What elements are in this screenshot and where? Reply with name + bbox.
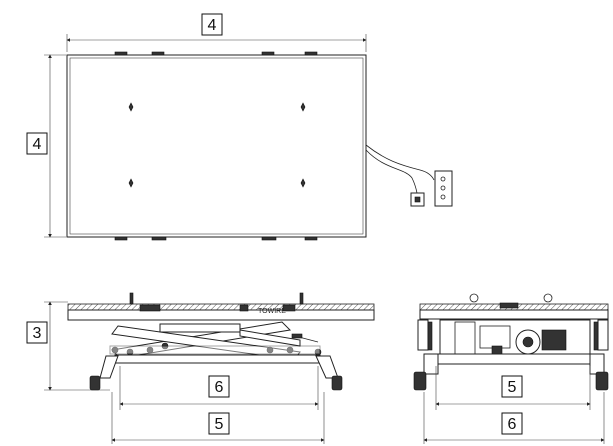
side-view: 3 TOWIRE bbox=[26, 292, 375, 444]
side-deck-marker bbox=[239, 304, 249, 312]
lift-ring-icon bbox=[469, 293, 479, 303]
top-width-label: 4 bbox=[208, 17, 217, 34]
end-inner-label-box bbox=[501, 375, 523, 398]
top-width-label-box bbox=[201, 13, 223, 36]
edge-tabs bbox=[114, 51, 318, 241]
motor-hub bbox=[522, 336, 534, 348]
pendant-button-icon bbox=[440, 185, 446, 191]
power-cable bbox=[365, 149, 418, 194]
platform-top-plate bbox=[66, 54, 367, 238]
end-left-bracket bbox=[427, 321, 433, 351]
side-casters bbox=[89, 355, 343, 391]
top-view: 4 4 bbox=[26, 13, 453, 241]
side-deck-frame bbox=[67, 309, 375, 321]
side-deck-block bbox=[139, 304, 161, 312]
lift-eye bbox=[129, 292, 134, 305]
side-height-label: 3 bbox=[33, 325, 42, 342]
end-inner-label: 5 bbox=[508, 379, 517, 396]
end-outer-label: 6 bbox=[508, 416, 517, 433]
platform-inner-edge bbox=[69, 57, 364, 235]
pendant-button-icon bbox=[440, 176, 446, 182]
side-deck-block bbox=[282, 304, 296, 312]
side-inner-label-box bbox=[208, 375, 230, 398]
control-cable bbox=[365, 144, 435, 181]
scissor-mechanism bbox=[109, 321, 322, 361]
gearbox bbox=[541, 329, 567, 351]
mounting-points bbox=[128, 102, 306, 188]
side-outer-label-box bbox=[208, 412, 230, 435]
end-deck-frame bbox=[419, 309, 609, 320]
side-outer-label: 5 bbox=[215, 416, 224, 433]
end-right-bracket bbox=[593, 321, 599, 351]
top-height-label-box bbox=[26, 132, 48, 155]
lift-eye bbox=[299, 292, 304, 305]
side-inner-label: 6 bbox=[215, 379, 224, 396]
side-height-label-box bbox=[26, 321, 48, 344]
end-left-post bbox=[417, 319, 429, 351]
end-right-post bbox=[597, 319, 609, 351]
side-brand-text: TOWIRE bbox=[258, 308, 286, 315]
end-outer-label-box bbox=[501, 412, 523, 435]
side-deck-hatched bbox=[67, 303, 375, 311]
plug-socket-icon bbox=[414, 196, 421, 203]
lift-ring-icon bbox=[543, 293, 553, 303]
control-pendant bbox=[434, 170, 453, 207]
side-base-frame bbox=[114, 354, 321, 364]
end-deck-block bbox=[499, 302, 519, 309]
top-height-label: 4 bbox=[33, 136, 42, 153]
pendant-button-icon bbox=[440, 194, 446, 200]
end-mechanism-part bbox=[491, 345, 503, 355]
end-mechanism-housing bbox=[439, 319, 591, 357]
end-casters bbox=[413, 353, 609, 391]
end-view: 5 6 bbox=[413, 293, 609, 444]
end-base-frame bbox=[433, 353, 595, 365]
